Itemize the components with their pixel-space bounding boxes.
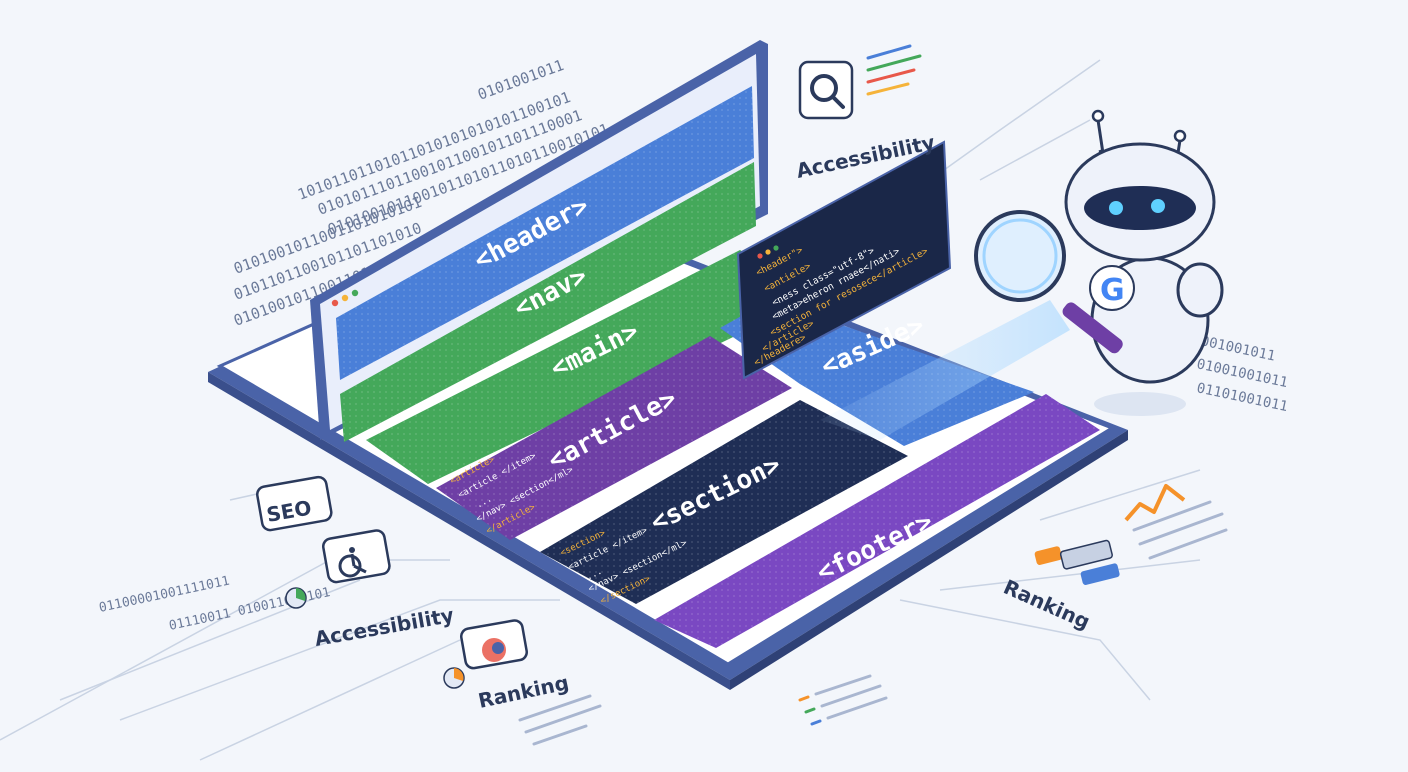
- badge-lines: [866, 44, 922, 96]
- wheelchair-icon: [338, 554, 362, 578]
- robot-antenna-right: [1173, 129, 1187, 143]
- scan-beam: [820, 300, 1070, 440]
- code-panel-dot-red: [757, 253, 763, 259]
- seo-badge: SEO: [256, 475, 333, 532]
- robot-antenna-left: [1091, 109, 1105, 123]
- bottom-legend: [798, 674, 888, 726]
- article-block: <article> <article> <article </item> ...…: [436, 336, 792, 540]
- ranking-lines-left: [518, 694, 602, 746]
- robot-eye-left: [1109, 201, 1123, 215]
- window-dot-red: [331, 299, 339, 307]
- ranking-label-right: Ranking: [1000, 575, 1094, 634]
- robot-arm: [1176, 262, 1224, 318]
- magnifier-icon: [974, 210, 1066, 302]
- ranking-badge-right: Ranking: [1000, 484, 1228, 634]
- robot: G: [974, 109, 1224, 416]
- robot-visor: [1084, 186, 1196, 230]
- binary-right: 001001011 01001001011 01101001011: [1195, 333, 1289, 415]
- code-panel-dot-yellow: [765, 249, 771, 255]
- google-badge-letter: G: [1100, 273, 1125, 308]
- robot-eye-right: [1151, 199, 1165, 213]
- window-dot-green: [351, 289, 359, 297]
- section-block: <section> <section> <article </item> ...…: [540, 400, 908, 607]
- window-dot-yellow: [341, 294, 349, 302]
- ranking-badge-left: Ranking: [443, 619, 602, 746]
- trend-icon: [1124, 484, 1186, 522]
- search-icon: [810, 74, 838, 102]
- accessibility-label-left: Accessibility: [313, 603, 456, 651]
- code-panel-dot-green: [773, 245, 779, 251]
- guide-lines: [0, 59, 1201, 761]
- search-badge: [798, 60, 854, 120]
- google-badge: [1089, 265, 1135, 311]
- magnifier-handle: [1062, 302, 1123, 354]
- bar-chart-icon: [1034, 539, 1120, 585]
- ranking-lines-right: [1132, 500, 1228, 560]
